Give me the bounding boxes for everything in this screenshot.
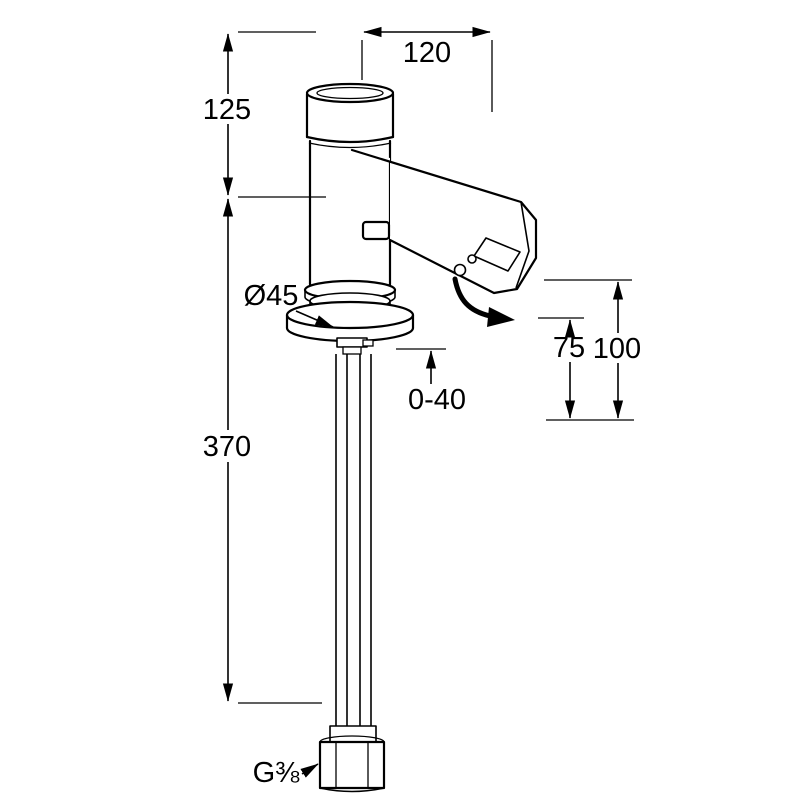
dim-escutcheon-diameter-label: Ø45 [244, 280, 299, 312]
dim-hose-drop: 370 [203, 198, 322, 704]
dim-outlet-clearance: 75 [538, 317, 585, 419]
dim-deck-thickness: 0-40 [396, 348, 466, 416]
spout-end-edge [515, 201, 530, 289]
dim-escutcheon-diameter: Ø45 [244, 280, 334, 328]
dim-outlet-clearance-label: 75 [553, 332, 585, 364]
connection-nut [318, 725, 386, 793]
faucet-figure [285, 82, 538, 793]
dim-connection-thread-label: G⅜ [253, 757, 301, 789]
detection-arrow-icon [452, 276, 515, 327]
dim-spout-reach: 120 [361, 26, 493, 112]
dim-sensor-clearance-label: 100 [593, 333, 641, 365]
faucet-spout [350, 148, 538, 295]
supply-hoses [335, 354, 372, 732]
dim-sensor-clearance: 100 [544, 279, 641, 421]
dim-spout-reach-label: 120 [403, 37, 451, 69]
dim-body-height-label: 125 [203, 94, 251, 126]
dim-body-height: 125 [203, 31, 326, 198]
dim-connection-thread: G⅜ [253, 757, 319, 789]
sensor-window [361, 220, 391, 241]
spout-outlet [473, 237, 521, 272]
sensor-dots-icon [453, 254, 477, 277]
dim-hose-drop-label: 370 [203, 431, 251, 463]
faucet-body [308, 139, 392, 294]
faucet-cap [305, 82, 395, 149]
mounting-base [285, 279, 415, 355]
dimensions: 125 370 120 75 100 [203, 26, 641, 789]
dim-deck-thickness-label: 0-40 [408, 384, 466, 416]
